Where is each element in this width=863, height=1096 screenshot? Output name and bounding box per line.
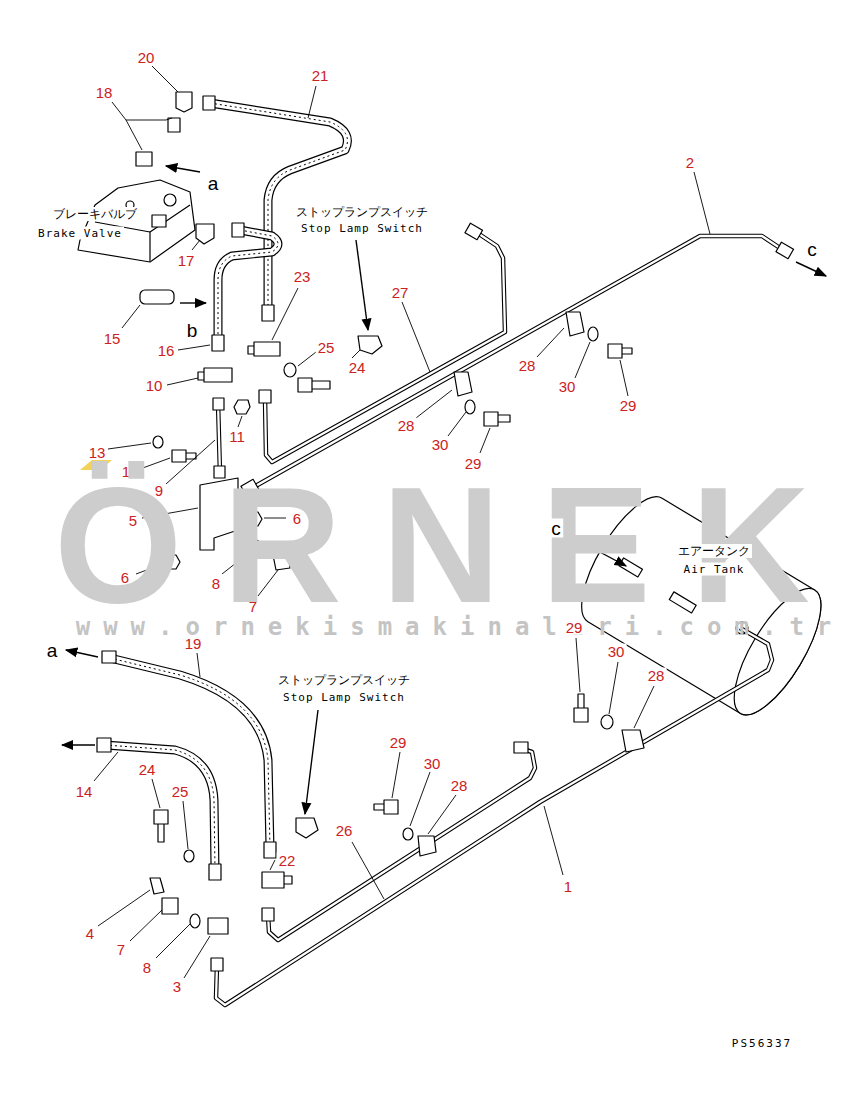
flow-letter: a (206, 174, 221, 193)
callout-number: 1 (562, 879, 574, 894)
flow-letter: c (549, 519, 563, 538)
flow-letter: b (185, 321, 200, 340)
callout-number: 15 (102, 331, 123, 346)
callout-number: 7 (115, 942, 127, 957)
callout-number: 14 (74, 784, 95, 799)
part-label-ja: ブレーキバルブ (51, 207, 139, 221)
callout-number: 17 (176, 253, 197, 268)
part-label-en: Air Tank (682, 563, 747, 576)
part-label-ja: ストップランプスイッチ (276, 673, 412, 687)
callout-number: 3 (171, 979, 183, 994)
callout-number: 28 (517, 358, 538, 373)
callout-number: 2 (684, 155, 696, 170)
part-label-ja: ストップランプスイッチ (294, 205, 430, 219)
brake-valve (78, 180, 195, 262)
callout-number: 24 (347, 360, 368, 375)
callout-number: 4 (84, 926, 96, 941)
callout-number: 11 (227, 429, 247, 444)
part-label-en: Brake Valve (36, 227, 124, 240)
part-label-ja: エアータンク (676, 544, 752, 558)
drawing-number: PS56337 (732, 1038, 792, 1049)
part-label-en: Stop Lamp Switch (281, 691, 407, 704)
callout-number: 30 (430, 437, 451, 452)
callout-number: 19 (183, 636, 204, 651)
callout-number: 28 (449, 778, 470, 793)
callout-number: 28 (396, 418, 417, 433)
callout-number: 30 (557, 379, 578, 394)
callout-number: 30 (422, 756, 443, 771)
callout-number: 30 (606, 644, 627, 659)
flow-letter: a (45, 641, 60, 660)
callout-number: 20 (136, 50, 157, 65)
callout-number: 29 (618, 398, 639, 413)
callout-number: 25 (170, 784, 191, 799)
callout-number: 8 (141, 960, 153, 975)
callout-number: 24 (137, 762, 158, 777)
flow-letter: c (805, 240, 819, 259)
callout-number: 29 (564, 620, 585, 635)
callout-number: 27 (390, 285, 411, 300)
callout-number: 22 (277, 853, 298, 868)
callout-number: 23 (292, 269, 313, 284)
callout-number: 13 (87, 445, 108, 460)
callout-number: 16 (156, 343, 177, 358)
callout-number: 26 (334, 823, 355, 838)
part-label-en: Stop Lamp Switch (299, 222, 425, 235)
callout-number: 18 (94, 85, 115, 100)
callout-number: 28 (646, 668, 667, 683)
callout-number: 10 (144, 378, 165, 393)
callout-number: 21 (310, 68, 331, 83)
callout-number: 29 (388, 735, 409, 750)
callout-number: 25 (316, 340, 337, 355)
